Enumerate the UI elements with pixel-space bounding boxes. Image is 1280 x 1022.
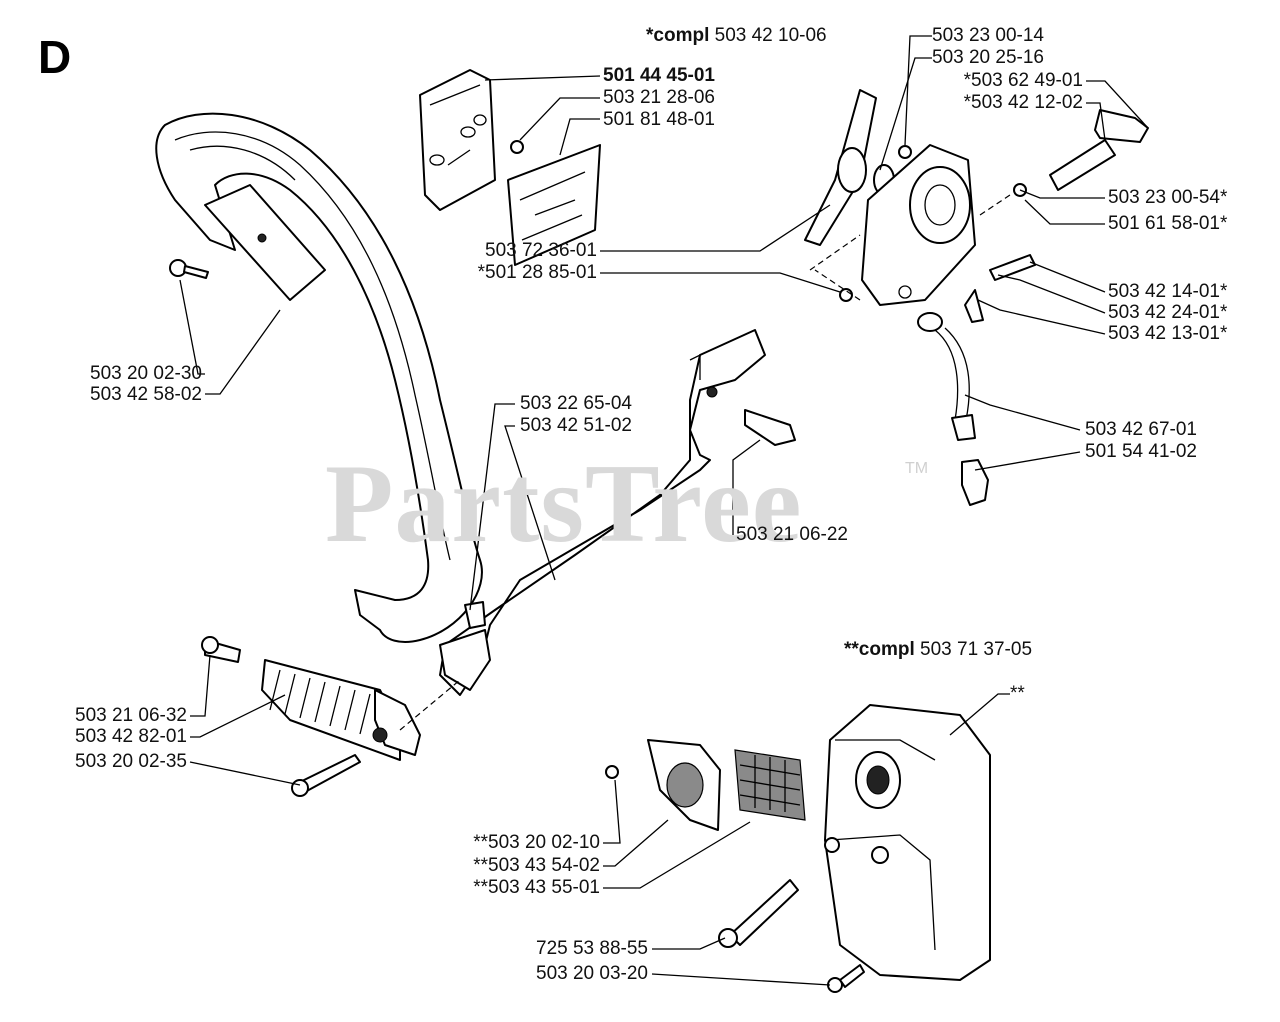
part-label[interactable]: *501 28 85-01	[477, 262, 597, 283]
part-label[interactable]: 503 20 25-16	[932, 47, 1044, 68]
part-label[interactable]: 503 42 67-01	[1085, 419, 1197, 440]
part-label[interactable]: 503 21 06-22	[736, 524, 848, 545]
front-handle	[155, 112, 483, 643]
part-label[interactable]: 503 21 06-32	[75, 705, 187, 726]
part-label[interactable]: 503 72 36-01	[485, 240, 597, 261]
part-label[interactable]: **503 20 02-10	[473, 832, 600, 853]
hand-guard	[439, 329, 796, 696]
watermark: PartsTree	[325, 442, 803, 566]
pump-kit-word: compl	[653, 25, 710, 46]
part-label[interactable]: *503 62 49-01	[963, 70, 1083, 91]
part-label[interactable]: 503 23 00-54*	[1108, 187, 1228, 208]
pump-kit-heading: *compl 503 42 10-06	[646, 26, 827, 46]
leader-lines	[179, 35, 1149, 986]
muffler-kit-heading: **compl 503 71 37-05	[844, 640, 1032, 660]
muffler	[605, 704, 991, 993]
part-label[interactable]: **	[1010, 683, 1025, 704]
part-label[interactable]: 503 21 28-06	[603, 87, 715, 108]
part-label[interactable]: 503 20 03-20	[536, 963, 648, 984]
part-label[interactable]: 503 42 51-02	[520, 415, 632, 436]
part-label[interactable]: 501 81 48-01	[603, 109, 715, 130]
muffler-kit-number: 503 71 37-05	[920, 639, 1033, 660]
pump-kit-number: 503 42 10-06	[714, 25, 827, 46]
part-label[interactable]: 503 42 58-02	[90, 384, 202, 405]
muffler-kit-word: compl	[858, 639, 915, 660]
part-label[interactable]: 503 23 00-14	[932, 25, 1044, 46]
part-label[interactable]: 503 42 82-01	[75, 726, 187, 747]
part-label[interactable]: 725 53 88-55	[536, 938, 648, 959]
part-label[interactable]: 501 61 58-01*	[1108, 213, 1228, 234]
part-label[interactable]: **503 43 55-01	[473, 877, 600, 898]
part-label[interactable]: 503 20 02-30	[90, 363, 202, 384]
part-label[interactable]: 503 22 65-04	[520, 393, 632, 414]
muffler-kit-prefix: **	[844, 639, 859, 660]
oil-pump	[804, 89, 1149, 323]
oil-line	[917, 312, 989, 506]
part-label[interactable]: 503 20 02-35	[75, 751, 187, 772]
part-label[interactable]: *503 42 12-02	[963, 92, 1083, 113]
chain-guard	[419, 69, 601, 266]
part-label[interactable]: 503 42 13-01*	[1108, 323, 1228, 344]
pump-kit-prefix: *	[646, 25, 654, 46]
part-label[interactable]: 501 54 41-02	[1085, 441, 1197, 462]
watermark-trademark: TM	[905, 460, 929, 477]
section-letter: D	[38, 31, 72, 83]
grip-sleeve	[201, 636, 461, 797]
part-label[interactable]: 501 44 45-01	[603, 65, 715, 86]
part-label[interactable]: 503 42 24-01*	[1108, 302, 1228, 323]
part-label[interactable]: **503 43 54-02	[473, 855, 600, 876]
part-label[interactable]: 503 42 14-01*	[1108, 281, 1228, 302]
